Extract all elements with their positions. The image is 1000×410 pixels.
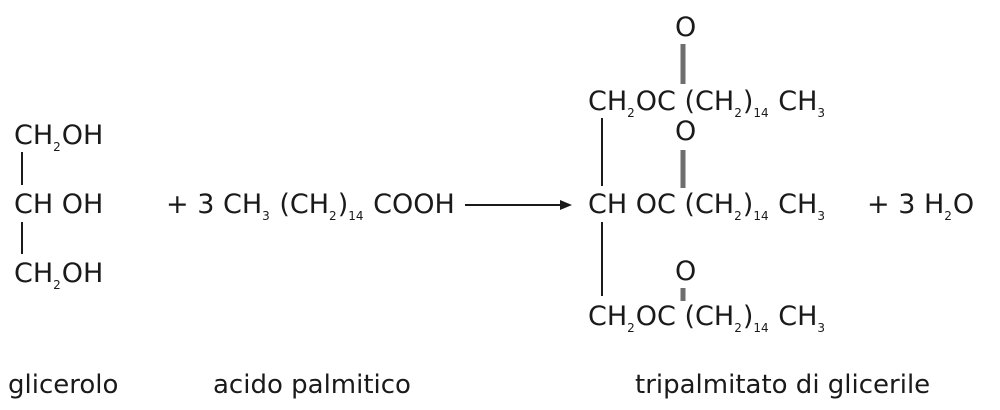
product-row-2-ch-ester: CH OC (CH <box>588 189 735 220</box>
product-row-1-sub-c: 14 <box>753 106 769 120</box>
reactant-suffix: COOH <box>364 189 455 220</box>
water-subscript: 2 <box>944 209 952 223</box>
reactant-subscript-14: 14 <box>348 209 364 223</box>
product-row-2-paren: ) <box>742 189 754 220</box>
glycerol-row-2: CH OH <box>14 189 104 220</box>
glycerol-row-1-oh: OH <box>61 120 104 151</box>
water-prefix: + 3 H <box>867 189 945 220</box>
product-row-2-ch3: CH <box>769 189 818 220</box>
product-row-3-sub-a: 2 <box>627 321 635 335</box>
glycerol-row-1-subscript: 2 <box>53 140 61 154</box>
glycerol-label: glicerolo <box>8 370 119 400</box>
reactant-subscript-3: 3 <box>262 209 270 223</box>
water-suffix: O <box>952 189 975 220</box>
carbonyl-oxygen-2: O <box>675 116 697 147</box>
palmitic-acid-label: acido palmitico <box>213 370 411 400</box>
reactant-prefix: + 3 CH <box>166 189 263 220</box>
product-row-3-paren: ) <box>742 301 754 332</box>
product-row-1-sub-a: 2 <box>627 106 635 120</box>
product-row-2-sub-b: 2 <box>734 209 742 223</box>
reactant-subscript-2: 2 <box>329 209 337 223</box>
water-formula: + 3 H2O <box>867 189 975 222</box>
reaction-arrow-head <box>560 200 572 210</box>
glycerol-row-3-ch: CH <box>14 258 54 289</box>
glycerol-row-3-subscript: 2 <box>53 278 61 292</box>
glycerol-row-1: CH2OH <box>14 120 104 153</box>
glycerol-row-3: CH2OH <box>14 258 104 291</box>
product-row-2-sub-c: 14 <box>753 209 769 223</box>
product-row-2-sub-d: 3 <box>817 209 825 223</box>
product-row-3-sub-b: 2 <box>734 321 742 335</box>
product-row-1-sub-b: 2 <box>734 106 742 120</box>
product-row-3: CH2OC (CH2)14 CH3 <box>588 301 826 334</box>
product-row-3-sub-c: 14 <box>753 321 769 335</box>
product-row-3-ch: CH <box>588 301 628 332</box>
reactant-formula: + 3 CH3 (CH2)14 COOH <box>166 189 455 222</box>
glycerol-row-1-ch: CH <box>14 120 54 151</box>
product-row-1-sub-d: 3 <box>817 106 826 120</box>
product-row-2: CH OC (CH2)14 CH3 <box>588 189 826 222</box>
product-row-1-ch: CH <box>588 86 628 117</box>
glycerol-row-3-oh: OH <box>61 258 104 289</box>
reactant-ch-group: (CH <box>270 189 330 220</box>
product-row-3-ester: OC (CH <box>635 301 735 332</box>
tripalmitin-label: tripalmitato di glicerile <box>635 370 931 400</box>
reactant-paren-close: ) <box>337 189 349 220</box>
carbonyl-oxygen-3: O <box>675 256 697 287</box>
carbonyl-oxygen-1: O <box>675 12 697 43</box>
product-row-3-sub-d: 3 <box>817 321 826 335</box>
product-row-3-ch3: CH <box>769 301 818 332</box>
product-row-1-ester: OC (CH <box>635 86 735 117</box>
product-row-1: CH2OC (CH2)14 CH3 <box>588 86 826 119</box>
product-row-1-ch3: CH <box>769 86 818 117</box>
product-row-1-paren: ) <box>742 86 754 117</box>
